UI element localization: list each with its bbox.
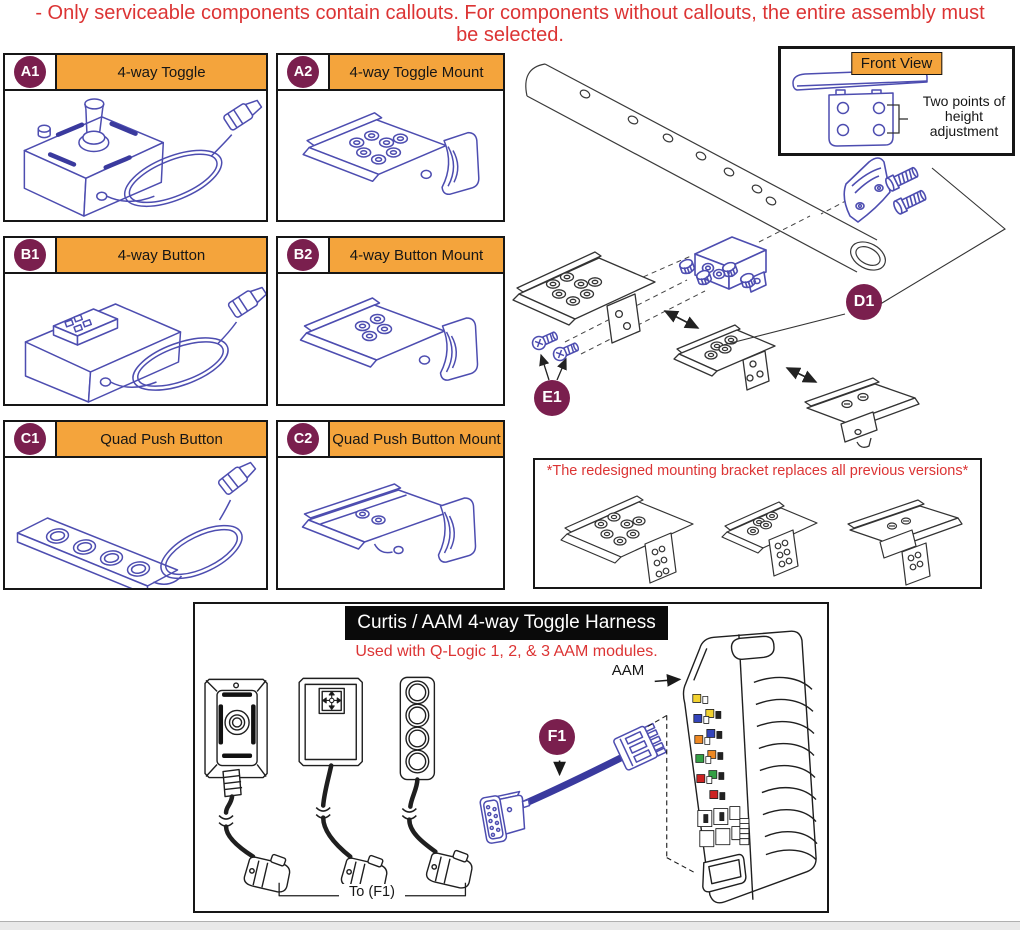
callout-badge-a2[interactable]: A2: [287, 56, 319, 88]
page-edge-strip: [0, 921, 1020, 930]
callout-badge-b2[interactable]: B2: [287, 239, 319, 271]
harness-title: Curtis / AAM 4-way Toggle Harness: [345, 606, 668, 640]
component-box-c1: C1 Quad Push Button: [3, 420, 268, 590]
f1-harness: [479, 722, 666, 844]
component-box-b1: B1 4-way Button: [3, 236, 268, 406]
module-leader-dashes: [648, 715, 695, 872]
component-title: 4-way Button: [57, 238, 266, 272]
multipin-connector: [613, 722, 666, 771]
component-title: Quad Push Button Mount: [330, 422, 503, 456]
badge-cell: C2: [278, 422, 330, 456]
callout-badge-b1[interactable]: B1: [14, 239, 46, 271]
callout-badge-c2[interactable]: C2: [287, 423, 319, 455]
bracket-version-1: [561, 496, 693, 583]
harness-subtitle: Used with Q-Logic 1, 2, & 3 AAM modules.: [355, 643, 658, 660]
component-header: C1 Quad Push Button: [5, 422, 266, 458]
aam-arrow: [655, 674, 682, 687]
component-box-a1: A1 4-way Toggle: [3, 53, 268, 222]
component-title: 4-way Toggle Mount: [330, 55, 503, 89]
component-title: 4-way Toggle: [57, 55, 266, 89]
harness-illustration: [195, 604, 827, 911]
component-header: A2 4-way Toggle Mount: [278, 55, 503, 91]
bracket-screws: [530, 329, 580, 362]
module-indicators: [693, 694, 725, 799]
button-mount-illustration: [278, 274, 503, 404]
button-pad: [299, 678, 362, 765]
mounting-bracket-mid: [674, 325, 775, 390]
callout-badge-d1[interactable]: D1: [846, 284, 882, 320]
component-box-c2: C2 Quad Push Button Mount: [276, 420, 505, 590]
badge-cell: C1: [5, 422, 57, 456]
redesign-note: *The redesigned mounting bracket replace…: [546, 463, 969, 479]
component-box-a2: A2 4-way Toggle Mount: [276, 53, 505, 222]
component-title: 4-way Button Mount: [330, 238, 503, 272]
button-box-illustration: [5, 274, 266, 404]
mounting-bracket-new: [513, 252, 655, 343]
component-body: [278, 274, 503, 404]
callout-badge-a1[interactable]: A1: [14, 56, 46, 88]
quad-mount-illustration: [278, 458, 503, 588]
component-body: [278, 91, 503, 220]
front-view-note: Two points of height adjustment: [922, 93, 1006, 140]
clamp-screw: [892, 188, 927, 215]
e1-leader-arrows: [539, 353, 567, 380]
badge-cell: B1: [5, 238, 57, 272]
toggle-mount-illustration: [278, 91, 503, 220]
front-view-panel: Front View Two points of height adjustme…: [778, 46, 1015, 156]
d1-leader-lines: [723, 168, 1005, 345]
clamp-hardware: [679, 158, 928, 292]
quad-button-strip: [400, 677, 434, 779]
bracket-versions-illustration: [535, 482, 980, 587]
module-connectors: [698, 807, 749, 847]
mounting-bracket-rail: [805, 378, 919, 447]
exploded-assembly-diagram: [505, 48, 1020, 462]
component-header: B2 4-way Button Mount: [278, 238, 503, 274]
height-adjustment-bracket: [887, 105, 908, 133]
to-f1-bracket: [279, 883, 465, 896]
callout-badge-f1[interactable]: F1: [539, 719, 575, 755]
cable-break-marks: [219, 808, 416, 827]
component-body: [5, 274, 266, 404]
badge-cell: B2: [278, 238, 330, 272]
aam-module: [683, 631, 816, 903]
component-header: C2 Quad Push Button Mount: [278, 422, 503, 458]
component-header: B1 4-way Button: [5, 238, 266, 274]
callout-badge-c1[interactable]: C1: [14, 423, 46, 455]
front-view-label: Front View: [850, 52, 943, 75]
component-title: Quad Push Button: [57, 422, 266, 456]
mount-tube: [526, 64, 890, 276]
badge-cell: A2: [278, 55, 330, 89]
component-body: [5, 458, 266, 588]
component-body: [278, 458, 503, 588]
bracket-version-2: [722, 502, 817, 576]
bracket-version-3: [848, 500, 962, 585]
top-note: - Only serviceable components contain ca…: [35, 2, 985, 47]
redesign-note-panel: *The redesigned mounting bracket replace…: [533, 458, 982, 589]
swap-arrows: [663, 310, 818, 382]
db9-connector: [479, 792, 529, 844]
device-cables: [226, 766, 435, 857]
callout-badge-e1[interactable]: E1: [534, 380, 570, 416]
component-box-b2: B2 4-way Button Mount: [276, 236, 505, 406]
component-header: A1 4-way Toggle: [5, 55, 266, 91]
component-body: [5, 91, 266, 220]
clamp-screw: [884, 165, 919, 192]
spacer-nuts: [679, 258, 757, 290]
module-fins: [754, 677, 817, 859]
aam-label: AAM: [611, 662, 645, 679]
harness-panel: Curtis / AAM 4-way Toggle Harness Used w…: [193, 602, 829, 913]
badge-cell: A1: [5, 55, 57, 89]
quad-button-illustration: [5, 458, 266, 588]
to-f1-label: To (F1): [339, 884, 405, 900]
joystick-illustration: [5, 91, 266, 220]
toggle-faceplate: [205, 679, 267, 796]
